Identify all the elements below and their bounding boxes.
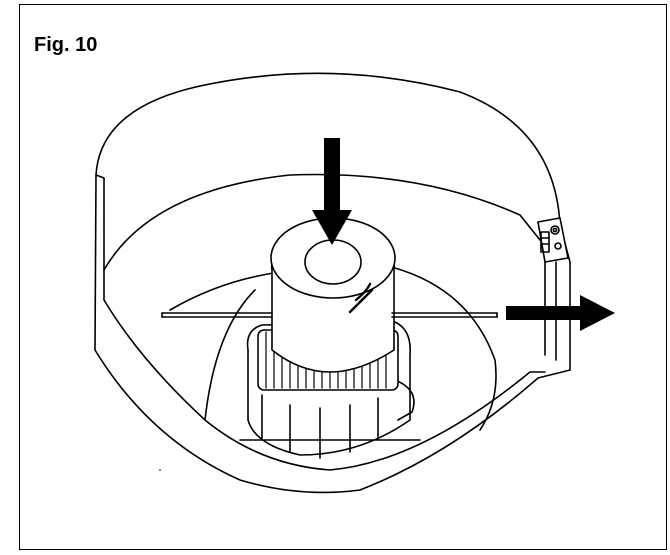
arrow-right-icon — [506, 295, 615, 331]
mounting-tab — [394, 379, 415, 421]
spool-marking — [348, 282, 374, 314]
hub-base-spokes — [239, 394, 421, 459]
spool-cap-knob — [304, 239, 362, 285]
arrow-down-icon — [312, 138, 352, 245]
line-cutter-bracket — [537, 217, 569, 263]
inner-bowl — [103, 173, 541, 271]
line-cutter-hole — [554, 242, 562, 250]
line-cutter-slot — [540, 231, 550, 253]
guard-housing-edge — [95, 174, 105, 179]
floor-plate — [204, 267, 497, 431]
guard-housing-inner-rim — [103, 177, 546, 471]
line-cutter-screw — [550, 225, 560, 235]
figure-label: Fig. 10 — [34, 34, 98, 56]
